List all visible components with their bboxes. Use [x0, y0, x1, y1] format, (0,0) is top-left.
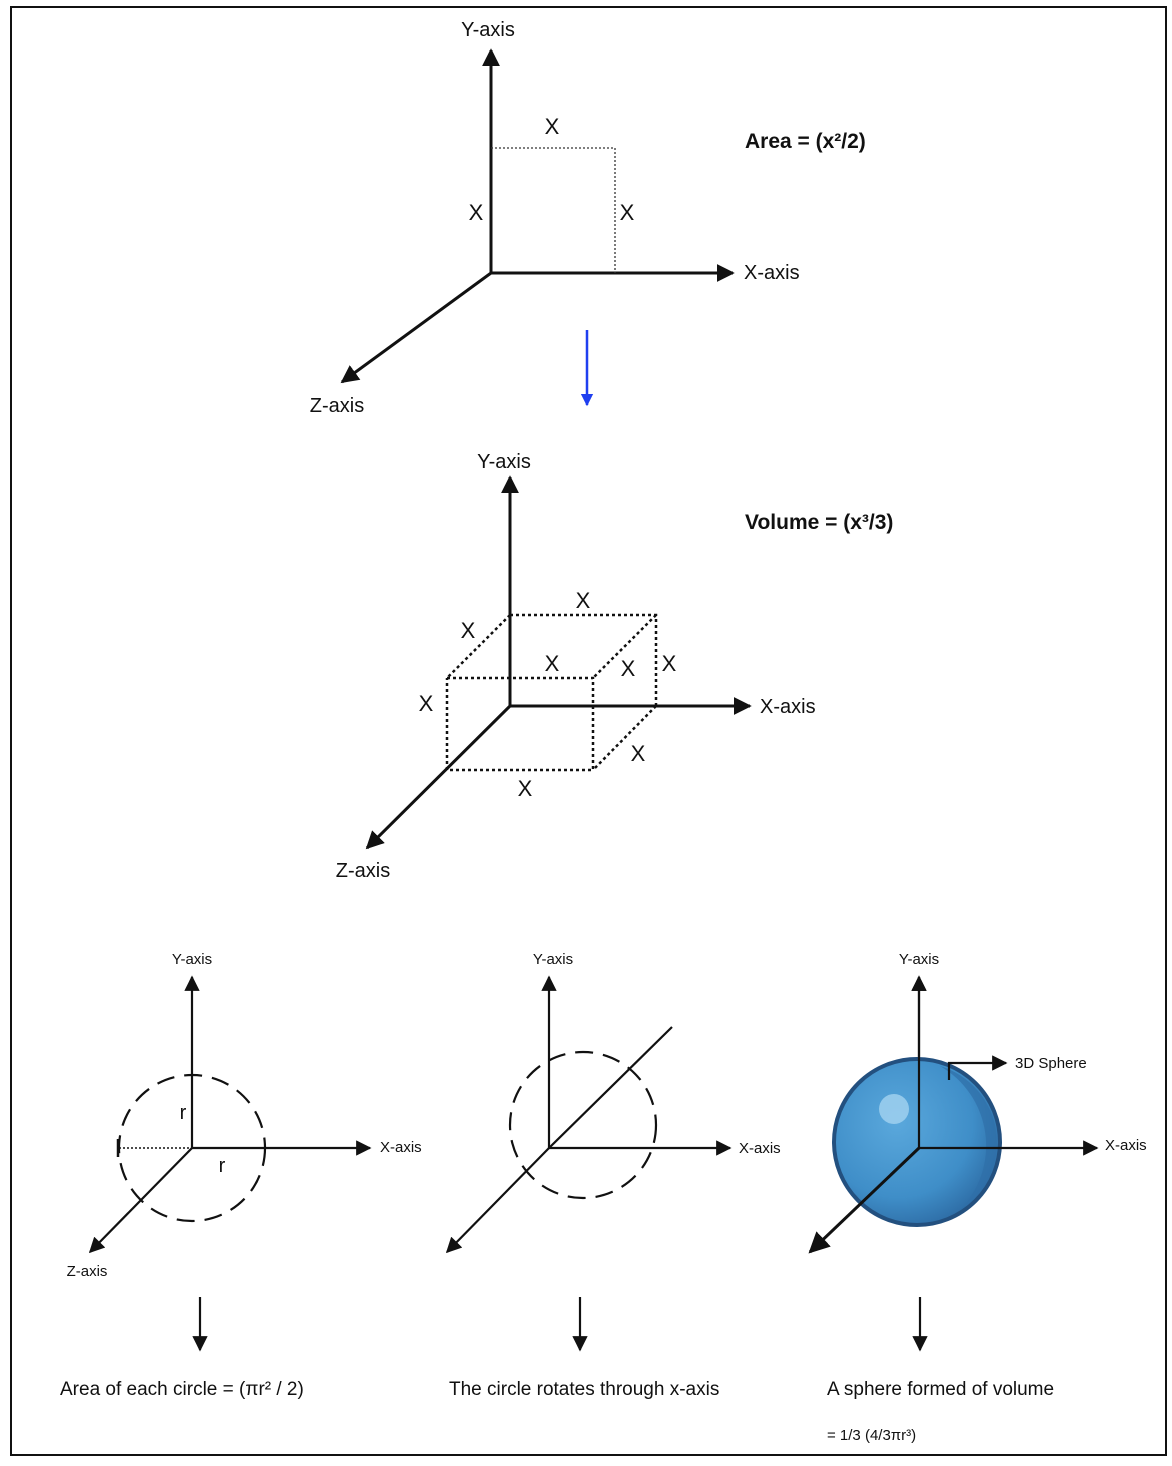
- dashed-circle: [508, 1050, 658, 1200]
- cube-edge-label: X: [631, 741, 646, 766]
- sphere-shape: [832, 1057, 1002, 1227]
- top-y-axis-label: Y-axis: [461, 19, 515, 41]
- left-side-label: X: [469, 200, 484, 225]
- volume-diagram: Y-axis X-axis Z-axis Volume = (x³/3) X X…: [336, 451, 894, 882]
- radius-label: r: [219, 1155, 226, 1177]
- top-x-axis-label: X-axis: [744, 262, 800, 284]
- bl-x-axis-label: X-axis: [380, 1139, 422, 1156]
- sphere-highlight: [879, 1094, 909, 1124]
- mid-z-axis-label: Z-axis: [336, 860, 390, 882]
- sphere-callout-arrow: [947, 1055, 1008, 1080]
- sphere-caption-line2: = 1/3 (4/3πr³): [827, 1427, 916, 1444]
- top-side-label: X: [545, 114, 560, 139]
- bl-z-axis-line: [88, 1147, 193, 1254]
- sphere-label: 3D Sphere: [1015, 1055, 1087, 1072]
- radius-label: r: [180, 1102, 187, 1124]
- bl-y-axis-label: Y-axis: [172, 951, 212, 968]
- area-square-outline: [491, 147, 616, 273]
- cube-edge-label: X: [518, 776, 533, 801]
- bm-z-axis-line: [445, 1147, 550, 1254]
- rotation-diagram: Y-axis X-axis: [445, 951, 781, 1254]
- volume-cube-outline: [445, 613, 658, 772]
- bm-x-axis-label: X-axis: [739, 1140, 781, 1157]
- outer-border: [10, 6, 1167, 1456]
- cube-edge-label: X: [576, 588, 591, 613]
- circle-area-caption: Area of each circle = (πr² / 2): [60, 1379, 304, 1400]
- top-z-axis-label: Z-axis: [310, 395, 364, 417]
- cube-edge-label: X: [662, 651, 677, 676]
- area-diagram: Y-axis X-axis Z-axis X X X Area = (x²/2): [310, 19, 866, 417]
- rotation-caption: The circle rotates through x-axis: [449, 1379, 719, 1400]
- cube-edge-label: X: [621, 656, 636, 681]
- mid-z-axis-line: [365, 704, 512, 850]
- area-formula: Area = (x²/2): [745, 130, 866, 153]
- cube-edge-label: X: [419, 691, 434, 716]
- cube-edge-label: X: [461, 618, 476, 643]
- mid-y-axis-label: Y-axis: [477, 451, 531, 473]
- top-z-axis-line: [340, 271, 492, 384]
- br-z-axis-line: [808, 1146, 921, 1254]
- br-x-axis-label: X-axis: [1105, 1137, 1147, 1154]
- bl-z-axis-label: Z-axis: [67, 1263, 108, 1280]
- volume-formula: Volume = (x³/3): [745, 511, 893, 534]
- sphere-diagram: Y-axis X-axis 3D Sphere: [808, 951, 1147, 1254]
- sphere-shade: [940, 1066, 997, 1210]
- mid-x-axis-label: X-axis: [760, 696, 816, 718]
- cube-edge-label: X: [545, 651, 560, 676]
- right-side-label: X: [620, 200, 635, 225]
- circle-diagram: Y-axis X-axis Z-axis r r: [67, 951, 422, 1280]
- br-y-axis-label: Y-axis: [899, 951, 939, 968]
- rotation-axis-line: [548, 1026, 673, 1149]
- sphere-caption-line1: A sphere formed of volume: [827, 1379, 1054, 1400]
- bm-y-axis-label: Y-axis: [533, 951, 573, 968]
